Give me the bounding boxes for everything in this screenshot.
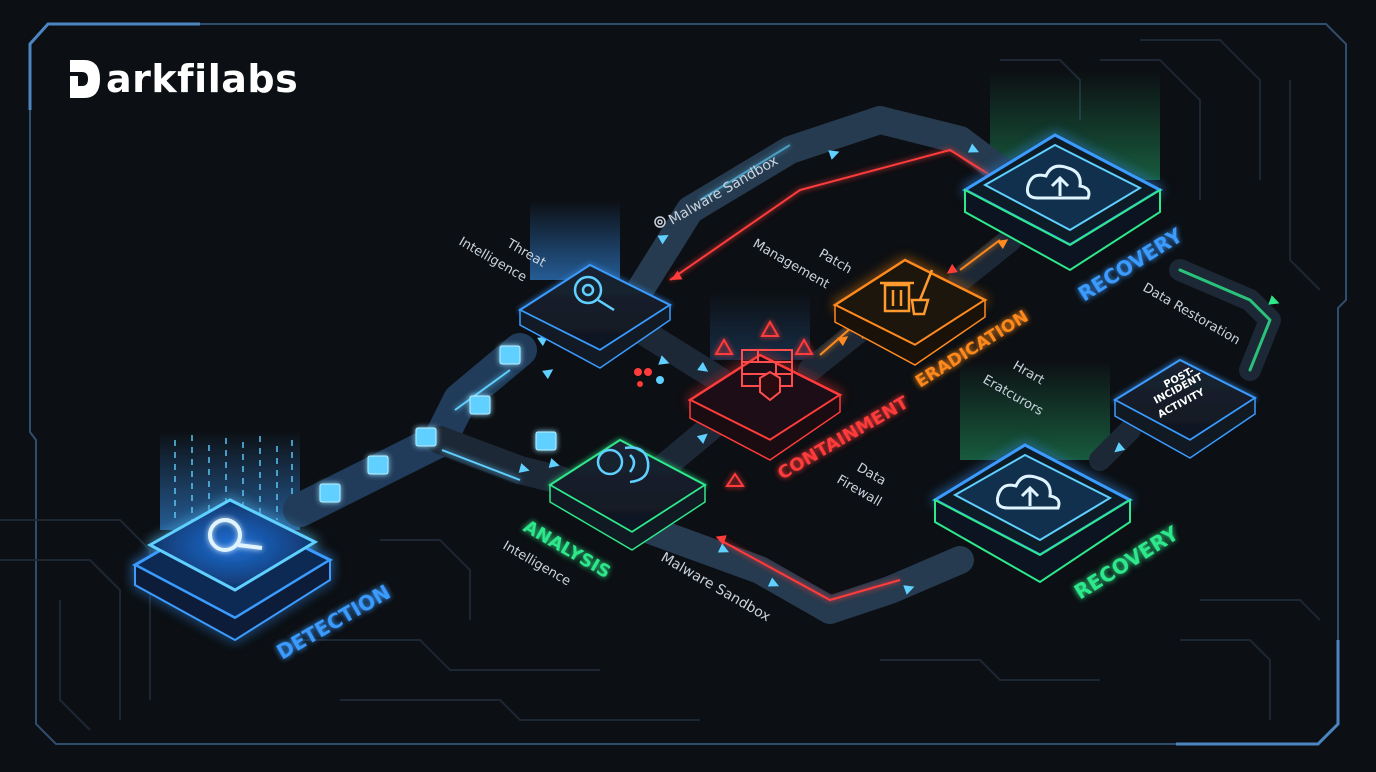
recovery-top-node[interactable] bbox=[961, 133, 1164, 272]
eradication-patch-line2: Management bbox=[750, 236, 832, 292]
data-beam-recovery-bottom bbox=[960, 360, 1110, 460]
data-beam-containment bbox=[710, 290, 810, 360]
detection-node[interactable] bbox=[131, 498, 334, 642]
attack-badges bbox=[634, 368, 664, 387]
virus-search-icon bbox=[573, 275, 615, 312]
circuit-traces bbox=[0, 39, 1321, 731]
analysis-node[interactable] bbox=[548, 438, 707, 551]
d-logo-icon bbox=[70, 60, 100, 98]
data-packets bbox=[319, 345, 557, 503]
containment-node[interactable] bbox=[687, 353, 843, 461]
brain-gear-icon bbox=[596, 446, 650, 484]
post-incident-node[interactable] bbox=[1112, 358, 1258, 459]
brand-logo: arkfilabs bbox=[66, 56, 298, 102]
alert-icons bbox=[714, 319, 814, 487]
data-beam-threat bbox=[530, 200, 620, 280]
cloud-upload-icon bbox=[996, 474, 1061, 510]
top-path-label: Malware Sandbox bbox=[666, 153, 781, 229]
magnifier-icon bbox=[208, 518, 263, 552]
recovery-bottom-node[interactable] bbox=[931, 443, 1134, 584]
cloud-upload-icon bbox=[1026, 164, 1091, 200]
brand-name: arkfilabs bbox=[106, 57, 299, 101]
threat-intelligence-node[interactable] bbox=[517, 263, 673, 369]
trash-broom-icon bbox=[880, 269, 934, 316]
gear-icon bbox=[654, 216, 666, 228]
firewall-shield-icon bbox=[741, 349, 793, 402]
outer-frame bbox=[28, 22, 1347, 746]
